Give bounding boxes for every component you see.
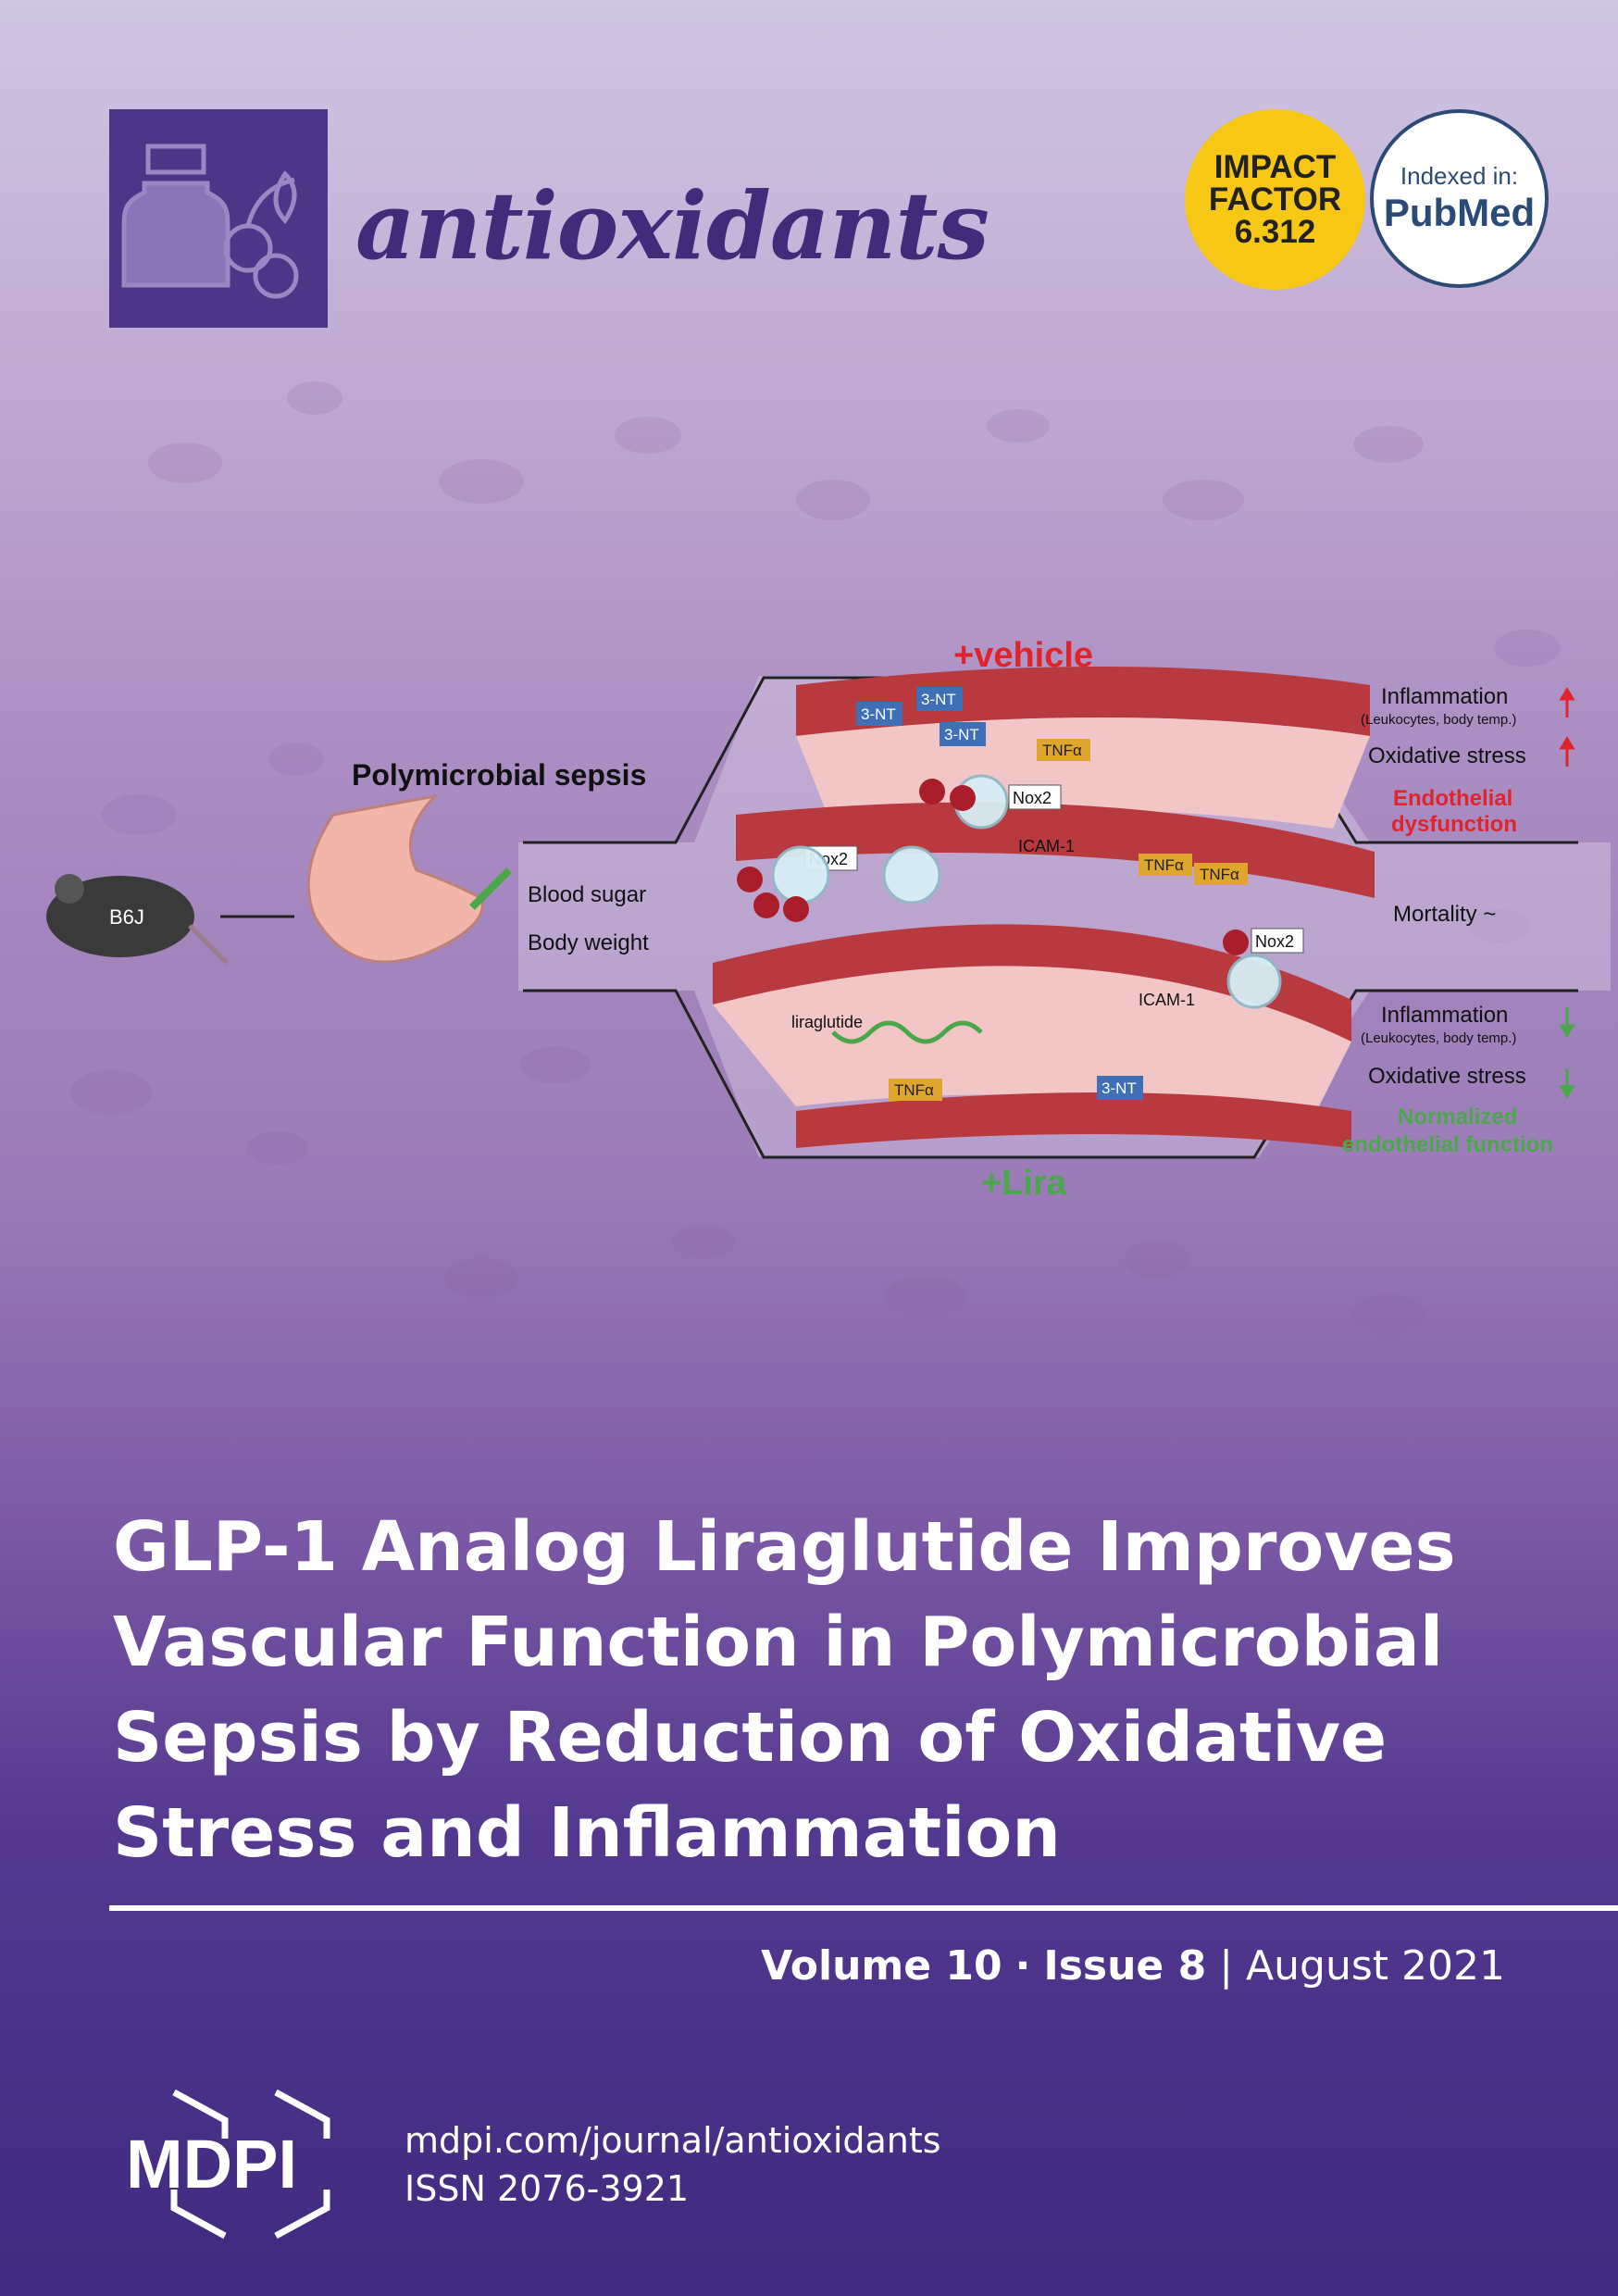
impact-value: 6.312 xyxy=(1234,214,1316,250)
volume: Volume 10 xyxy=(761,1942,1002,1990)
blood-sugar-label: Blood sugar xyxy=(528,882,646,907)
bottle-icon xyxy=(121,144,299,299)
journal-url[interactable]: mdpi.com/journal/antioxidants xyxy=(404,2120,941,2161)
tag-3nt-2: 3-NT xyxy=(921,691,956,708)
stomach-icon xyxy=(306,793,484,964)
title-line-1: GLP-1 Analog Liraglutide Improves xyxy=(113,1507,1456,1587)
impact-factor-badge: IMPACT FACTOR 6.312 xyxy=(1185,109,1365,290)
top-inflammation: Inflammation xyxy=(1381,684,1508,709)
tag-3nt-3: 3-NT xyxy=(944,726,979,743)
sepsis-label: Polymicrobial sepsis xyxy=(352,758,646,792)
mouse-icon xyxy=(46,874,229,965)
bottom-normal-1: Normalized xyxy=(1398,1104,1517,1129)
tag-3nt-4: 3-NT xyxy=(1101,1079,1137,1097)
impact-line1: IMPACT xyxy=(1214,149,1337,185)
top-oxidative: Oxidative stress xyxy=(1368,743,1526,768)
tag-icam-1: ICAM-1 xyxy=(1018,837,1075,855)
background-texture xyxy=(70,381,1561,1335)
pubmed-line1: Indexed in: xyxy=(1400,162,1519,190)
journal-title: antioxidants xyxy=(355,171,989,281)
issue-info: Volume 10 · Issue 8 | August 2021 xyxy=(761,1942,1505,1990)
vehicle-label: +vehicle xyxy=(953,636,1093,675)
graphical-abstract: +vehicle +Lira Polymicrobial sepsis B6J … xyxy=(46,636,1611,1203)
title-line-3: Sepsis by Reduction of Oxidative xyxy=(113,1698,1388,1778)
title-line-2: Vascular Function in Polymicrobial xyxy=(113,1603,1444,1682)
lira-label: +Lira xyxy=(981,1164,1067,1203)
tag-tnf-2: TNFα xyxy=(1144,856,1184,874)
tag-tnf-4: TNFα xyxy=(894,1081,934,1099)
tag-nox-3: Nox2 xyxy=(1255,932,1294,951)
title-line-4: Stress and Inflammation xyxy=(113,1793,1061,1873)
pubmed-badge: Indexed in: PubMed xyxy=(1370,109,1549,288)
tag-tnf-3: TNFα xyxy=(1200,866,1239,883)
issn: ISSN 2076-3921 xyxy=(404,2168,690,2209)
top-dysfunction-1: Endothelial xyxy=(1393,786,1512,811)
bottom-oxidative: Oxidative stress xyxy=(1368,1064,1526,1089)
tag-icam-2: ICAM-1 xyxy=(1139,991,1195,1009)
liraglutide-label: liraglutide xyxy=(791,1013,863,1031)
bar-separator: | xyxy=(1219,1942,1234,1990)
tag-nox-1: Nox2 xyxy=(1013,789,1052,807)
issue-number: Issue 8 xyxy=(1043,1942,1207,1990)
mortality-label: Mortality ~ xyxy=(1393,902,1496,927)
tag-3nt-1: 3-NT xyxy=(861,705,896,723)
bottom-inflammation-sub: (Leukocytes, body temp.) xyxy=(1361,1030,1516,1046)
body-weight-label: Body weight xyxy=(528,930,649,955)
pubmed-line2: PubMed xyxy=(1383,191,1536,234)
issue-date: August 2021 xyxy=(1246,1942,1505,1990)
issue-separator: · xyxy=(1014,1942,1031,1990)
mdpi-logo: MDPI xyxy=(126,2089,330,2240)
top-dysfunction-2: dysfunction xyxy=(1391,812,1517,837)
bottom-inflammation: Inflammation xyxy=(1381,1003,1508,1028)
mouse-label: B6J xyxy=(109,905,144,929)
divider xyxy=(109,1905,1618,1911)
impact-line2: FACTOR xyxy=(1208,181,1342,218)
mdpi-logo-text: MDPI xyxy=(126,2126,297,2202)
journal-logo xyxy=(109,109,328,328)
tag-tnf-1: TNFα xyxy=(1042,742,1082,759)
top-inflammation-sub: (Leukocytes, body temp.) xyxy=(1361,712,1516,728)
bottom-normal-2: endothelial function xyxy=(1342,1132,1553,1157)
article-title: GLP-1 Analog Liraglutide Improves Vascul… xyxy=(113,1500,1557,1881)
